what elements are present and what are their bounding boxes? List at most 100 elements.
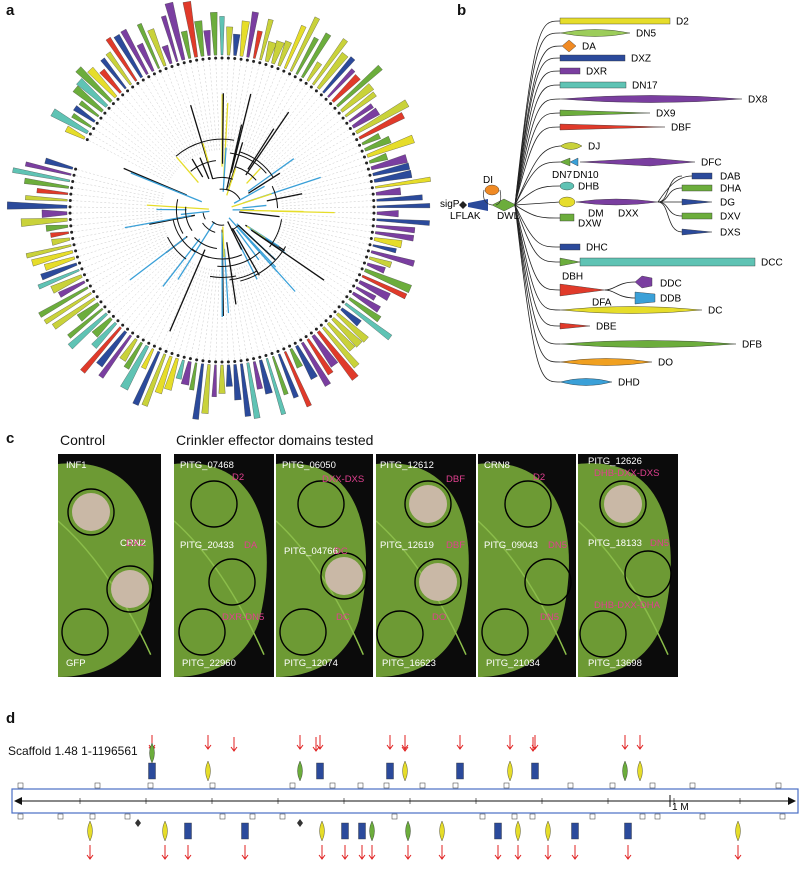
label-DI: DI [483, 175, 493, 186]
guide-line [119, 100, 182, 167]
marker-square [17, 782, 24, 789]
tree-branch [180, 210, 210, 216]
domain-label: DA [244, 540, 258, 551]
node-marker [276, 67, 280, 71]
node-marker [233, 359, 237, 363]
guide-line [209, 269, 218, 360]
guide-line [114, 251, 180, 316]
guide-line [279, 225, 367, 251]
domain-bar [12, 167, 71, 183]
tree-arc [202, 222, 216, 233]
node-marker [282, 69, 286, 73]
domain-bar [123, 341, 143, 370]
leaf-vein [478, 520, 567, 656]
guide-line [231, 269, 248, 358]
marker-square [609, 782, 616, 789]
node-marker [270, 64, 274, 68]
node-marker [319, 93, 323, 97]
leaf-label-DXS: DXS [720, 228, 741, 239]
domain-bar [327, 68, 356, 98]
domain-bar [283, 350, 312, 408]
branch-DXV [657, 201, 683, 217]
leaf-shape [578, 463, 672, 677]
node-marker [293, 75, 297, 79]
domain-bar [25, 161, 72, 176]
guide-line [190, 268, 210, 357]
guide-line [229, 61, 241, 151]
leaf-label-DA: DA [582, 42, 596, 53]
domain-bar [67, 307, 104, 339]
domain-bar [295, 344, 318, 380]
node-marker [365, 161, 369, 165]
node-marker [366, 167, 370, 171]
leaf-label-DO: DO [658, 358, 673, 369]
leaf-label-DM: DM [588, 209, 604, 220]
node-marker [293, 341, 297, 345]
tree-branch [176, 156, 199, 183]
leaf-blade [478, 463, 569, 677]
guide-line [106, 114, 176, 172]
node-marker [371, 192, 375, 196]
infiltration-circle [414, 558, 462, 606]
photo-label: PITG_07468 [180, 460, 234, 471]
tree-branch [233, 185, 265, 204]
guide-line [234, 268, 254, 357]
guide-line [241, 68, 272, 154]
node-marker [72, 243, 76, 247]
domain-bar [226, 26, 234, 56]
guide-line [110, 109, 178, 171]
gene-domain [148, 762, 156, 780]
domain-bar [36, 188, 69, 195]
leaf-shape [376, 463, 469, 677]
node-marker [304, 81, 308, 85]
lesion [419, 563, 457, 601]
branch-DN5 [514, 32, 561, 206]
guide-line [261, 96, 321, 165]
guide-line [250, 78, 295, 158]
guide-line [252, 261, 300, 339]
leaf-label-DDC: DDC [660, 279, 682, 290]
domain-DHA [681, 184, 713, 192]
node-marker [182, 355, 186, 359]
branch-DBE [514, 204, 561, 327]
domain-DAB [691, 172, 713, 180]
guide-line [95, 129, 172, 179]
sigP-diamond [459, 201, 467, 209]
domain-DDB [634, 291, 656, 305]
scaffold-map: 1 M [11, 735, 799, 860]
domain-bar [259, 359, 273, 395]
infiltration-circle [404, 480, 452, 528]
node-marker [264, 354, 268, 358]
node-marker [337, 111, 341, 115]
effector-arrowhead [494, 854, 502, 860]
tree-branch [235, 229, 260, 261]
domain-bar [38, 286, 89, 318]
domain-label: DN5 [650, 538, 670, 549]
infiltration-circle [579, 610, 627, 658]
tree-arc [209, 275, 237, 278]
node-marker [131, 85, 135, 89]
guide-line [72, 211, 163, 214]
gene-domain [87, 820, 93, 842]
domain-bar [239, 20, 250, 57]
node-marker [71, 180, 75, 184]
node-marker [264, 62, 268, 66]
guide-line [77, 225, 165, 251]
guide-line [246, 72, 284, 156]
marker-square [689, 782, 696, 789]
infiltration-circle [208, 558, 256, 606]
node-marker [75, 255, 79, 259]
guide-line [280, 221, 370, 239]
effector-arrowhead [161, 854, 169, 860]
infiltration-circle [279, 608, 327, 656]
marker-square [289, 782, 296, 789]
domain-bar [271, 40, 285, 65]
scaffold-arrow-left [14, 797, 22, 805]
branch-DBH [514, 204, 561, 263]
tested-heading: Crinkler effector domains tested [176, 432, 374, 448]
guide-line [123, 96, 183, 165]
domain-bar [132, 350, 161, 406]
branch-DXW [514, 204, 561, 219]
guide-line [196, 62, 213, 151]
